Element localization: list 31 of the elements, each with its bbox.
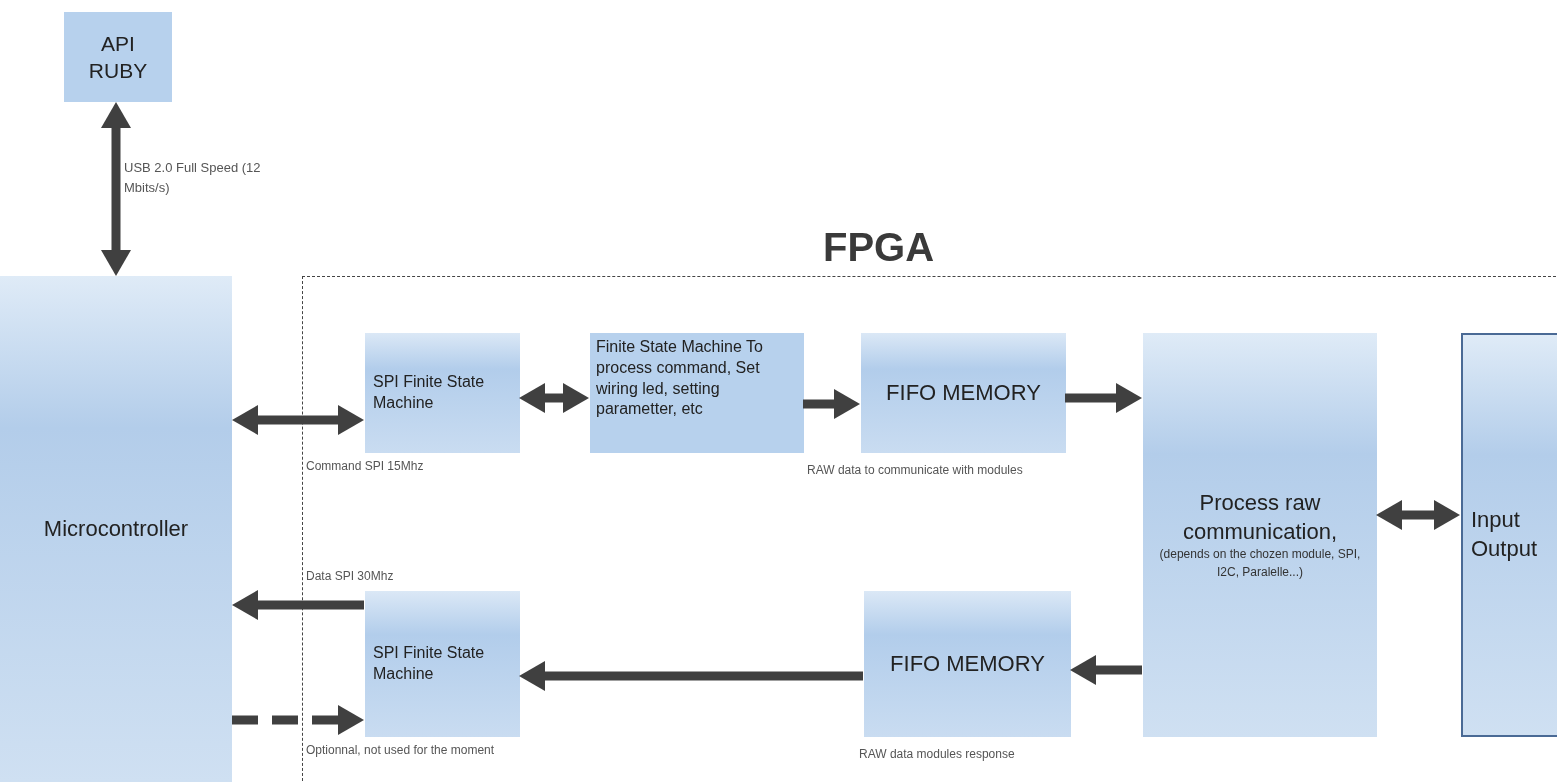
arrow [232, 590, 364, 620]
arrow [232, 405, 364, 435]
block-label: Input Output [1471, 506, 1539, 563]
group-title: FPGA [823, 225, 935, 270]
caption-text: RAW data modules response [859, 747, 1015, 761]
arrow [1376, 500, 1460, 530]
block-box [64, 12, 172, 102]
arrow [803, 389, 860, 419]
arrow [1070, 655, 1142, 685]
arrow [232, 705, 364, 735]
block-label: FIFO MEMORY [890, 649, 1045, 678]
block-box [1143, 333, 1377, 737]
caption-text: Data SPI 30Mhz [306, 569, 394, 583]
block-label: Process raw communication, [1181, 489, 1339, 546]
block-label: FIFO MEMORY [886, 378, 1041, 407]
arrow [519, 383, 589, 413]
block-label: SPI Finite State Machine [373, 643, 486, 684]
block-note: (depends on the chozen module, SPI, I2C, Paralelle...) [1158, 546, 1362, 581]
caption-text: Optionnal, not used for the moment [306, 743, 495, 757]
arrow [1065, 383, 1142, 413]
arrow [101, 102, 131, 276]
caption-text: RAW data to communicate with modules [807, 463, 1023, 477]
block-box [1461, 333, 1557, 737]
block-label: SPI Finite State Machine [373, 372, 486, 413]
block-box [590, 333, 804, 453]
arrow [519, 661, 863, 691]
block-label: Finite State Machine To process command, Set wiring led, setting parametter, etc [596, 337, 764, 420]
block-label: Microcontroller [43, 514, 189, 543]
block-box [0, 276, 232, 782]
caption-text: Command SPI 15Mhz [306, 459, 424, 473]
block-label: API RUBY [87, 30, 149, 84]
